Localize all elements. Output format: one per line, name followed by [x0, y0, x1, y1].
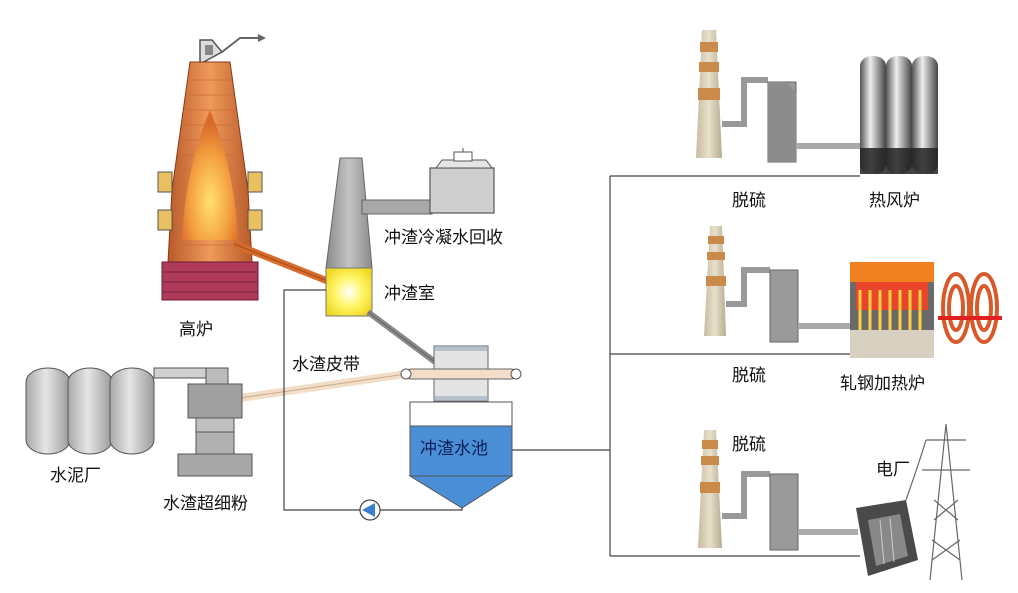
label-desulfurization-2: 脱硫	[732, 366, 766, 386]
slag-belt	[239, 368, 522, 402]
slag-stack	[325, 157, 433, 269]
power-plant	[856, 423, 970, 581]
rolling-reheating-furnace	[850, 262, 1002, 358]
slag-powder-mill	[153, 367, 253, 477]
slag-water-pool	[408, 401, 514, 509]
label-desulfurization-1: 脱硫	[732, 191, 766, 211]
slag-flushing-room	[325, 267, 373, 317]
label-rolling-furnace: 轧钢加热炉	[840, 374, 925, 394]
label-desulfurization-3: 脱硫	[732, 435, 766, 455]
distribution-lines	[512, 175, 860, 557]
label-slag-powder: 水渣超细粉	[163, 494, 248, 514]
recirculation-loop	[283, 289, 463, 511]
label-slag-pool: 冲渣水池	[420, 439, 488, 459]
desulfurization-unit-1	[696, 30, 860, 163]
label-slag-belt: 水渣皮带	[292, 355, 360, 375]
label-slag-flushing-room: 冲渣室	[384, 284, 435, 304]
desulfurization-unit-2	[704, 226, 850, 343]
condensate-recovery-tank	[429, 148, 495, 214]
desulfurization-unit-3	[698, 430, 858, 551]
hot-blast-stoves	[860, 56, 938, 174]
label-hot-blast-stove: 热风炉	[869, 191, 920, 211]
label-condensate-recovery: 冲渣冷凝水回收	[384, 228, 503, 248]
pump-icon	[359, 499, 381, 521]
label-power-plant: 电厂	[876, 460, 910, 480]
blast-furnace	[157, 34, 266, 301]
label-cement-plant: 水泥厂	[50, 466, 101, 486]
label-blast-furnace: 高炉	[179, 320, 213, 340]
cement-silos	[25, 367, 155, 455]
